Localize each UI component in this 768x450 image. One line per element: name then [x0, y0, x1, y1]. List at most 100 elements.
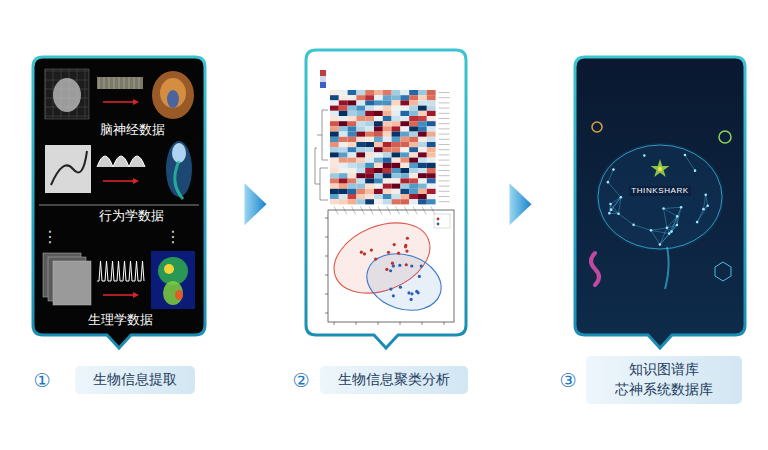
heatmap-cell — [348, 100, 357, 105]
row-tick — [439, 128, 450, 129]
heatmap-cell — [409, 121, 418, 126]
axis-tick — [334, 322, 335, 325]
heatmap-cell — [356, 100, 365, 105]
heatmap-cell — [374, 189, 383, 194]
heatmap-cell — [392, 163, 401, 168]
heatmap-cell — [356, 152, 365, 157]
brain-render — [152, 71, 194, 119]
network-node — [610, 208, 613, 211]
heatmap-cell — [400, 184, 409, 189]
heatmap-cell — [418, 189, 427, 194]
heatmap-cell — [383, 168, 392, 173]
panel-illustration — [575, 57, 745, 351]
heatmap-cell — [330, 121, 339, 126]
brain-shape — [53, 78, 81, 112]
heatmap-cell — [383, 199, 392, 204]
brain-outline — [598, 145, 722, 249]
heatmap-cell — [365, 194, 374, 199]
heatmap-cell — [383, 90, 392, 95]
data-point — [397, 252, 400, 255]
heatmap-cell — [365, 178, 374, 183]
row-tick — [439, 108, 450, 109]
heatmap-cell — [409, 100, 418, 105]
data-point — [404, 245, 407, 248]
activity-blob — [175, 290, 183, 300]
heatmap-cell — [374, 95, 383, 100]
heatmap-cell — [356, 173, 365, 178]
image-ground — [39, 63, 199, 329]
network-link — [660, 232, 672, 245]
grid-line — [45, 71, 89, 72]
step-number: ② — [292, 369, 309, 392]
network-link — [664, 209, 678, 217]
network-link — [608, 170, 614, 183]
network-link — [611, 197, 621, 204]
heatmap-cell — [427, 158, 436, 163]
data-point — [363, 252, 366, 255]
row-divider — [39, 205, 199, 206]
heatmap-cell — [418, 116, 427, 121]
column-tick — [343, 206, 347, 214]
row-tick — [439, 144, 450, 145]
heatmap-cell — [330, 168, 339, 173]
color-bar — [320, 70, 326, 88]
heatmap-cell — [409, 126, 418, 131]
heatmap-cell — [409, 95, 418, 100]
heatmap-cell — [427, 178, 436, 183]
heatmap-cell — [400, 106, 409, 111]
network-node — [676, 224, 679, 227]
heatmap-cell — [330, 184, 339, 189]
heatmap-cell — [392, 178, 401, 183]
row-tick — [439, 118, 450, 119]
panel-caption: 脑神经数据 — [98, 123, 167, 139]
heatmap-cell — [356, 95, 365, 100]
heatmap-cell — [383, 111, 392, 116]
heatmap-cell — [383, 194, 392, 199]
heatmap-cell — [418, 173, 427, 178]
flow-chevron — [510, 183, 532, 225]
axis-tick — [325, 275, 328, 276]
heatmap-cell — [400, 121, 409, 126]
step-label: 生物信息聚类分析 — [338, 370, 450, 390]
heatmap-cell — [392, 184, 401, 189]
column-tick — [404, 206, 408, 214]
color-bar — [320, 82, 326, 88]
heatmap-cell — [330, 152, 339, 157]
heatmap-cell — [392, 152, 401, 157]
heatmap-cell — [383, 184, 392, 189]
heatmap-cell — [400, 126, 409, 131]
heatmap-cell — [330, 163, 339, 168]
row-tick — [439, 175, 450, 176]
heatmap-cell — [409, 178, 418, 183]
row-tick — [439, 196, 450, 197]
heatmap-cell — [374, 137, 383, 142]
heatmap-cell — [409, 158, 418, 163]
signal-stripe — [124, 77, 125, 89]
data-point — [420, 264, 423, 267]
image-panel: 脑神经数据行为学数据生理学数据 — [33, 57, 205, 335]
heatmap-cell — [409, 132, 418, 137]
behaviour-glow — [166, 141, 192, 197]
data-point — [393, 243, 396, 246]
network-node — [696, 221, 699, 224]
heatmap-cell — [427, 116, 436, 121]
heatmap-cell — [418, 168, 427, 173]
column-tick — [334, 206, 338, 214]
heatmap-cell — [348, 106, 357, 111]
heatmap-cell — [348, 194, 357, 199]
heatmap-cell — [383, 163, 392, 168]
heatmap-cell — [418, 111, 427, 116]
heatmap-cell — [409, 142, 418, 147]
heatmap-cell — [392, 189, 401, 194]
heatmap-cell — [392, 142, 401, 147]
heatmap-cell — [383, 126, 392, 131]
heatmap-cell — [409, 194, 418, 199]
molecule-icon — [715, 262, 731, 281]
heatmap-cell — [339, 126, 348, 131]
panel-illustration — [306, 50, 466, 351]
row-tick — [439, 186, 450, 187]
heatmap-cell — [356, 106, 365, 111]
column-tick — [352, 206, 356, 214]
activity-blob — [158, 257, 188, 285]
activity-blob — [164, 264, 174, 274]
